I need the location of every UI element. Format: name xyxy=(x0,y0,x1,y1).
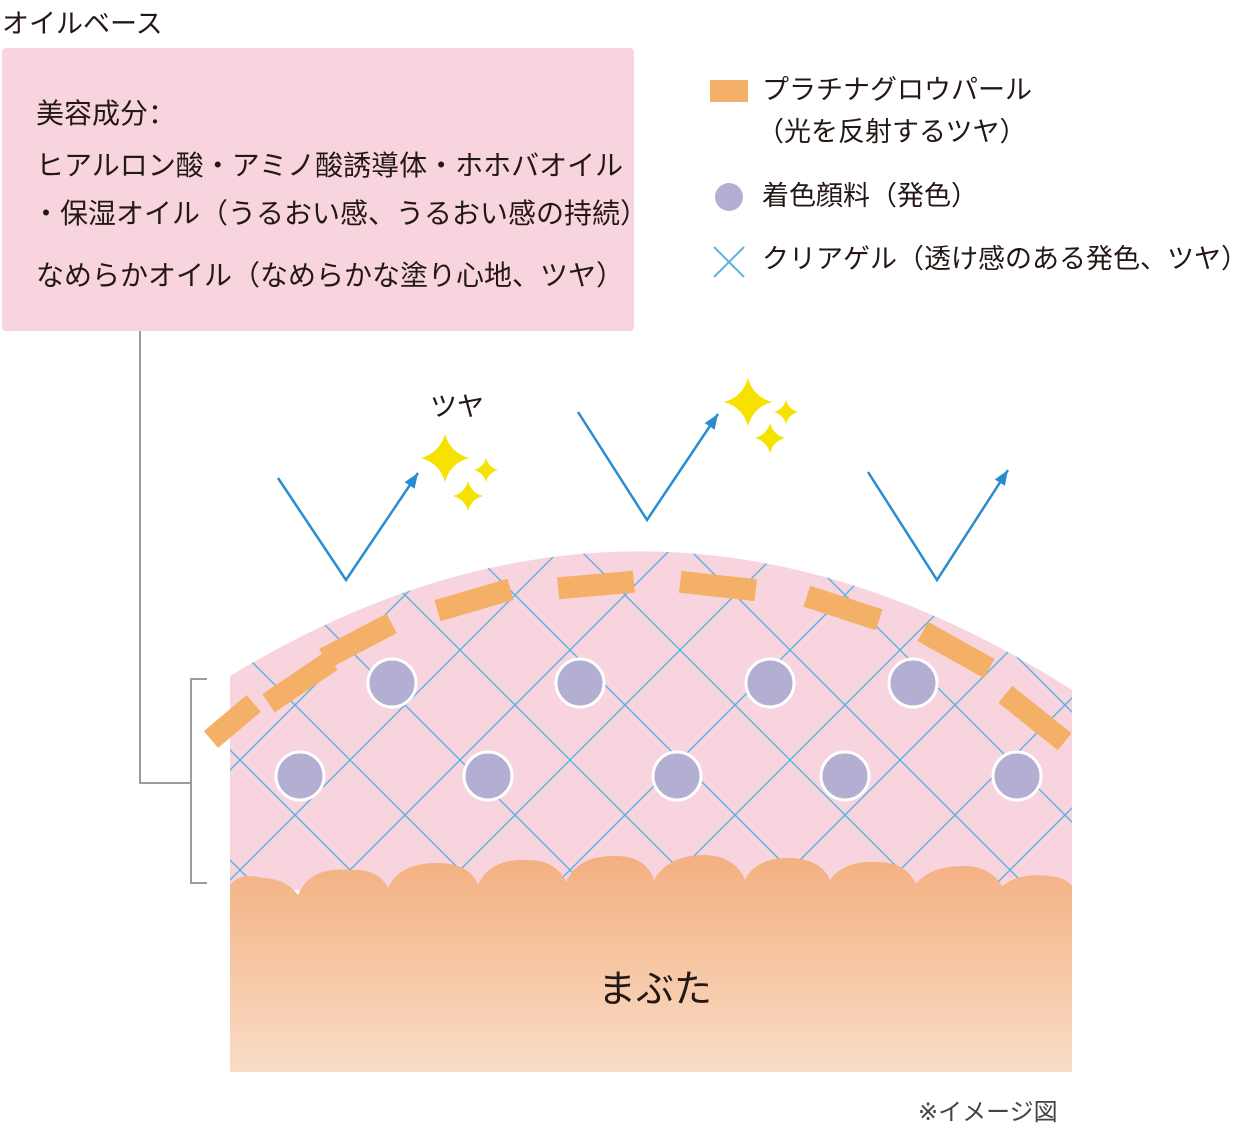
sparkle-icon xyxy=(474,458,498,482)
pigment-dot xyxy=(991,750,1043,802)
legend-gel-label: クリアゲル（透け感のある発色、ツヤ） xyxy=(762,244,1234,275)
gel-line xyxy=(459,551,921,890)
pearl-dash xyxy=(679,570,757,602)
sparkle-icon xyxy=(755,423,785,453)
gel-line xyxy=(439,551,901,890)
pearl-dash xyxy=(203,694,261,748)
pearl-dash xyxy=(319,613,397,669)
gel-line xyxy=(230,551,261,890)
oil-base-layer xyxy=(230,551,1072,890)
pigment-dot xyxy=(651,750,703,802)
gel-line xyxy=(789,551,1072,890)
gel-line xyxy=(230,551,371,890)
pigment-dot xyxy=(819,750,871,802)
diagram-title: オイルベース xyxy=(2,9,163,40)
eyelid-label: まぶた xyxy=(597,967,712,1011)
gel-line xyxy=(659,551,1072,890)
pigment-dot xyxy=(366,657,418,709)
reflection-arrow xyxy=(276,472,420,583)
ingredients-line-3: なめらかオイル（なめらかな塗り心地、ツヤ） xyxy=(36,259,625,292)
reflection-arrow xyxy=(576,411,720,523)
pigment-dot xyxy=(462,750,514,802)
gel-line xyxy=(0,430,20,890)
gel-line xyxy=(0,430,130,890)
gloss-label: ツヤ xyxy=(430,392,484,423)
legend-pearl-label: プラチナグロウパール xyxy=(762,75,1032,106)
legend-pearl-swatch xyxy=(710,80,748,102)
sparkle-icon xyxy=(774,400,798,424)
eyelid xyxy=(230,855,1072,1072)
ingredients-heading: 美容成分： xyxy=(36,97,177,130)
layer-bracket xyxy=(190,678,207,884)
ingredients-box: 美容成分： ヒアルロン酸・アミノ酸誘導体・ホホバオイル ・保湿オイル（うるおい感… xyxy=(2,48,648,331)
sparkle-icon xyxy=(724,378,772,426)
pigment-dot xyxy=(887,657,939,709)
pearl-dash xyxy=(917,621,995,679)
pigment-particles xyxy=(274,657,1043,802)
gel-line xyxy=(569,551,1031,890)
pigment-dot xyxy=(744,657,796,709)
legend-pigment-label: 着色顔料（発色） xyxy=(762,181,978,212)
legend-pigment-dot xyxy=(715,183,743,211)
platinum-glow-pearl-layer xyxy=(203,570,1072,751)
pearl-dash xyxy=(557,570,635,600)
gel-line xyxy=(230,551,241,890)
gel-line xyxy=(1230,430,1234,890)
legend-gel-cross-icon xyxy=(713,246,745,278)
arrow-head xyxy=(994,470,1008,486)
reflection-arrows xyxy=(276,411,1010,583)
gloss-sparkles xyxy=(421,378,798,511)
pearl-dash xyxy=(262,651,338,713)
ingredients-line-1: ヒアルロン酸・アミノ酸誘導体・ホホバオイル xyxy=(36,149,624,182)
pigment-dot xyxy=(274,750,326,802)
ingredients-line-2: ・保湿オイル（うるおい感、うるおい感の持続） xyxy=(32,197,649,230)
gel-line xyxy=(879,551,1072,890)
pearl-dash xyxy=(998,685,1072,751)
reflection-arrow xyxy=(866,469,1010,583)
pigment-dot xyxy=(554,657,606,709)
pearl-dash xyxy=(803,585,883,631)
sparkle-icon xyxy=(453,481,483,511)
legend-pearl-sub: （光を反射するツヤ） xyxy=(757,117,1027,148)
sparkle-icon xyxy=(421,434,469,482)
gel-line xyxy=(230,551,681,890)
gel-line xyxy=(329,551,791,890)
gel-line xyxy=(239,551,701,890)
gel-line xyxy=(1120,430,1234,890)
gel-line xyxy=(230,551,591,890)
arrow-head xyxy=(704,414,718,430)
image-note: ※イメージ図 xyxy=(918,1098,1058,1126)
pearl-dash xyxy=(434,578,514,622)
gel-line xyxy=(769,551,1072,890)
arrow-head xyxy=(404,473,418,489)
connector-line xyxy=(139,331,191,784)
gel-line xyxy=(989,551,1072,890)
